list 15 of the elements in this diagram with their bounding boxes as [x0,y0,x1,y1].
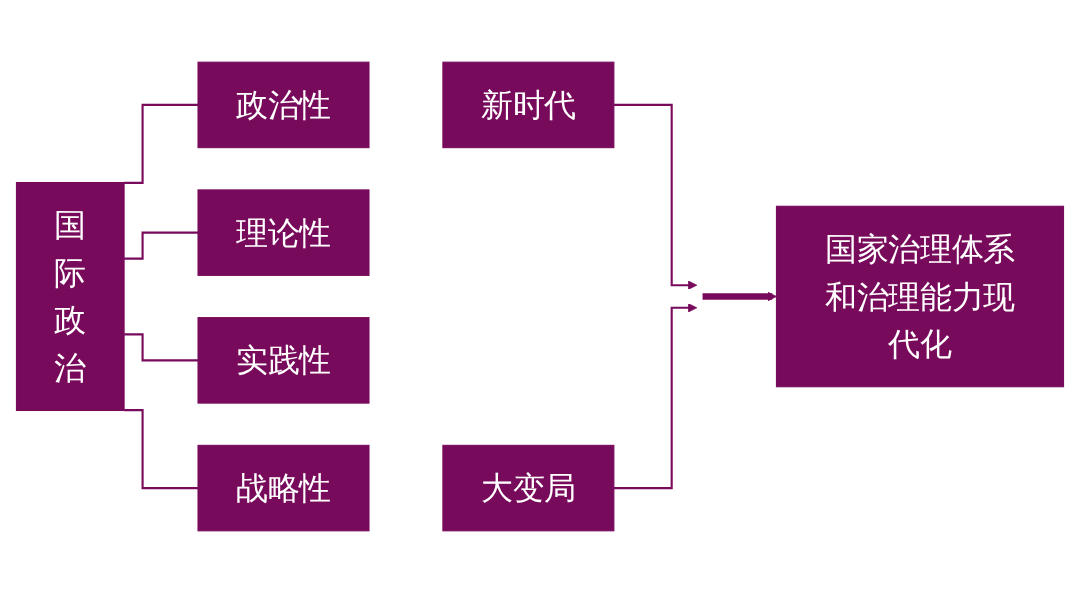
arrow [613,303,698,490]
node-box: 大变局 [442,444,615,532]
arrow [613,103,698,290]
arrow [702,291,777,302]
node-box: 政治性 [197,61,370,149]
connector [124,103,198,184]
node-box: 新时代 [442,61,615,149]
node-box: 理论性 [197,189,370,276]
connector [124,231,198,260]
node-box: 战略性 [197,444,370,532]
node-box: 国际政治 [15,181,125,412]
connector [124,333,198,362]
connector [124,409,198,490]
node-box: 实践性 [197,317,370,404]
node-box: 国家治理体系和治理能力现代化 [775,205,1065,388]
